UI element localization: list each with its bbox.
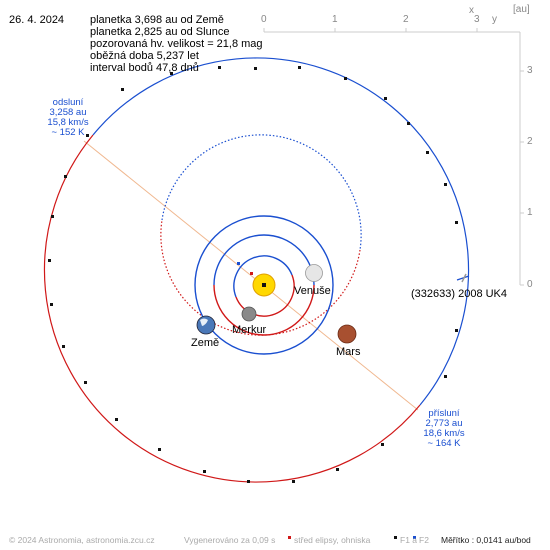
- venus-label: Venuše: [294, 285, 331, 297]
- earth-label: Země: [191, 337, 220, 349]
- x-tick-3: 3: [474, 14, 480, 25]
- asteroid-label: (332633) 2008 UK4: [411, 288, 508, 300]
- x-tick-0: 0: [261, 14, 267, 25]
- venus-orbit-blue: [213, 234, 315, 286]
- info-line-0: planetka 3,698 au od Země: [90, 14, 224, 26]
- mercury-orbit-blue: [233, 255, 293, 298]
- y-axis-ticks: [520, 70, 524, 286]
- aphelion-speed: 15,8 km/s: [47, 117, 89, 128]
- legend-center-swatch: [288, 536, 291, 539]
- asteroid-orbit-points: [48, 66, 458, 483]
- x-tick-1: 1: [332, 14, 338, 25]
- mars: [337, 324, 357, 344]
- asteroid-orbit-blue: [92, 57, 470, 406]
- y-tick-3: 3: [527, 65, 533, 76]
- y-tick-1: 1: [527, 207, 533, 218]
- earth-orbit: [194, 215, 334, 355]
- venus-orbit-red: [213, 284, 315, 336]
- aphelion-temp: ~ 152 K: [51, 127, 85, 138]
- unit-label: [au]: [513, 4, 530, 15]
- perihelion-annotation: přísluní 2,773 au 18,6 km/s ~ 164 K: [414, 409, 474, 449]
- earth-cloud: [200, 318, 208, 326]
- mars-orbit-blue: [161, 134, 362, 251]
- info-line-1: planetka 2,825 au od Slunce: [90, 26, 230, 38]
- perihelion-temp: ~ 164 K: [427, 438, 461, 449]
- legend-f2-swatch: [413, 536, 416, 539]
- footer-copyright: © 2024 Astronomia, astronomia.zcu.cz: [9, 535, 155, 545]
- mars-label: Mars: [336, 346, 361, 358]
- footer-legend-center: střed elipsy, ohniska: [294, 535, 371, 545]
- ellipse-center-marker: [250, 272, 253, 275]
- legend-f1-swatch: [394, 536, 397, 539]
- y-axis-label: y: [492, 14, 497, 25]
- venus: [305, 264, 323, 282]
- mercury: [241, 306, 257, 322]
- footer-legend-f2: F2: [419, 535, 429, 545]
- asteroid-orbit-red: [43, 134, 421, 483]
- footer-legend-f1: F1 a: [400, 535, 418, 545]
- mercury-label: Merkur: [232, 324, 267, 336]
- info-line-3: oběžná doba 5,237 let: [90, 50, 199, 62]
- apsis-line: [83, 140, 419, 411]
- earth: [196, 315, 216, 335]
- perihelion-title: přísluní: [428, 408, 460, 419]
- footer-generated: Vygenerováno za 0,09 s: [184, 535, 276, 545]
- mercury-orbit-red: [235, 274, 295, 317]
- info-line-4: interval bodů 47,8 dnů: [90, 62, 199, 74]
- x-axis-ticks: [263, 28, 478, 32]
- x-axis-label: x: [469, 5, 474, 16]
- aphelion-title: odsluní: [52, 97, 84, 108]
- y-tick-0: 0: [527, 279, 533, 290]
- focus-f2-marker: [237, 262, 240, 265]
- asteroid-marker: [456, 273, 470, 283]
- perihelion-dist: 2,773 au: [425, 418, 463, 429]
- aphelion-dist: 3,258 au: [49, 107, 87, 118]
- perihelion-speed: 18,6 km/s: [423, 428, 465, 439]
- focus-f1-marker: [262, 283, 266, 287]
- aphelion-annotation: odsluní 3,258 au 15,8 km/s ~ 152 K: [40, 98, 96, 138]
- footer-scale: Měřítko : 0,0141 au/bod: [441, 535, 531, 545]
- x-tick-2: 2: [403, 14, 409, 25]
- y-tick-2: 2: [527, 136, 533, 147]
- info-line-2: pozorovaná hv. velikost = 21,8 mag: [90, 38, 263, 50]
- mars-orbit-red: [160, 219, 361, 336]
- date-label: 26. 4. 2024: [9, 14, 65, 26]
